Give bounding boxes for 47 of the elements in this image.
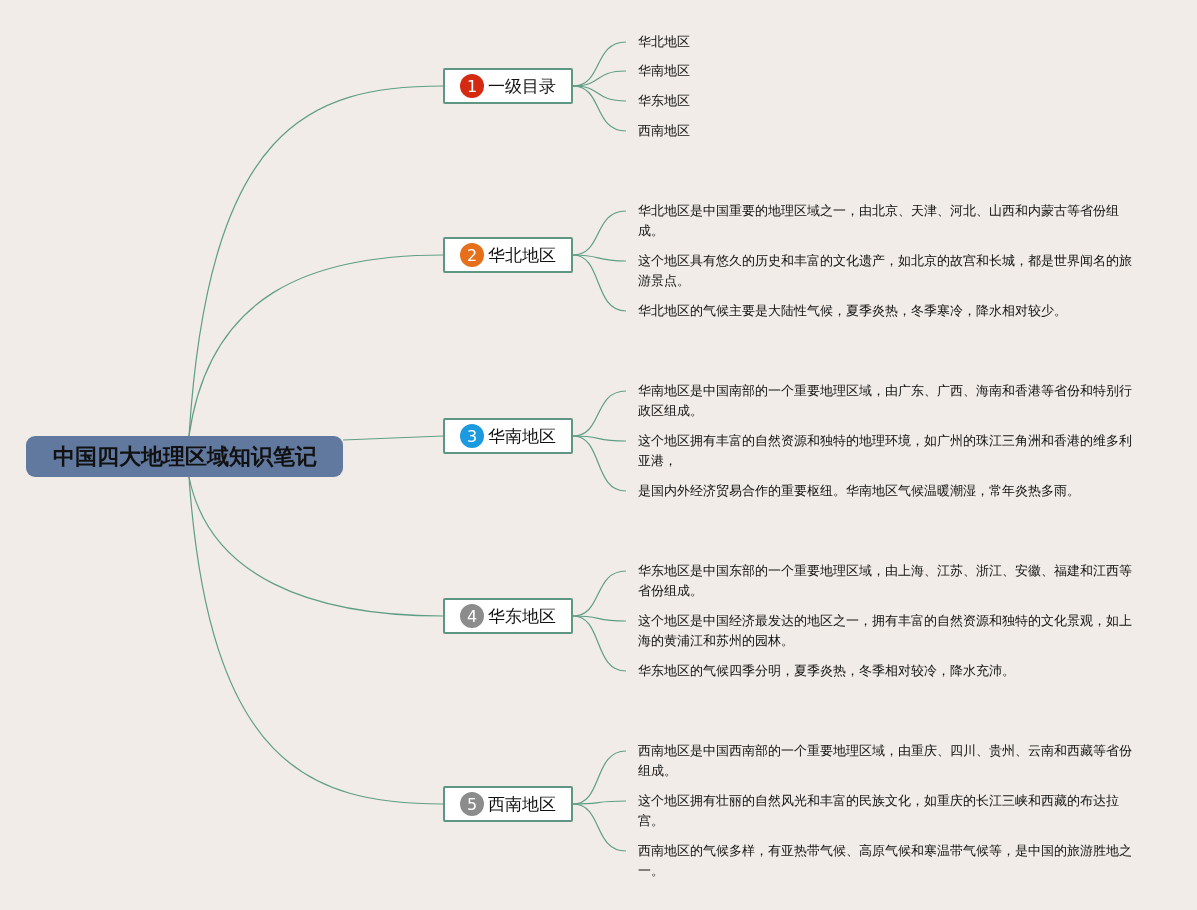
topic-box bbox=[443, 418, 573, 454]
topic-label: 华南地区 bbox=[488, 424, 556, 448]
note-text: 西南地区是中国西南部的一个重要地理区域，由重庆、四川、贵州、云南和西藏等省份组成。 bbox=[638, 741, 1138, 781]
number-badge: 3 bbox=[460, 424, 484, 448]
number-badge: 1 bbox=[460, 74, 484, 98]
title-text: 中国四大地理区域知识笔记 bbox=[52, 442, 317, 471]
note-text: 这个地区拥有丰富的自然资源和独特的地理环境，如广州的珠江三角洲和香港的维多利亚港， bbox=[638, 431, 1138, 471]
topic-label: 华北地区 bbox=[488, 243, 556, 267]
connector-line bbox=[572, 615, 627, 672]
connector-line bbox=[572, 85, 627, 132]
note-text: 是国内外经济贸易合作的重要枢纽。华南地区气候温暖潮湿，常年炎热多雨。 bbox=[638, 481, 1138, 501]
note-text: 华北地区的气候主要是大陆性气候，夏季炎热，冬季寒冷，降水相对较少。 bbox=[638, 301, 1138, 321]
note-text: 华北地区是中国重要的地理区域之一，由北京、天津、河北、山西和内蒙古等省份组成。 bbox=[638, 201, 1138, 241]
topic-label: 一级目录 bbox=[488, 74, 556, 98]
topic-label: 华东地区 bbox=[488, 604, 556, 628]
note-text: 这个地区是中国经济最发达的地区之一，拥有丰富的自然资源和独特的文化景观，如上海的黄浦江和苏州的园林。 bbox=[638, 611, 1138, 651]
connector-line bbox=[572, 435, 627, 492]
number-badge: 5 bbox=[460, 792, 484, 816]
note-text: 这个地区拥有壮丽的自然风光和丰富的民族文化，如重庆的长江三峡和西藏的布达拉宫。 bbox=[638, 791, 1138, 831]
note-text: 华北地区 bbox=[638, 32, 758, 52]
note-text: 华南地区 bbox=[638, 61, 758, 81]
topic-box bbox=[443, 237, 573, 273]
note-text: 华东地区是中国东部的一个重要地理区域，由上海、江苏、浙江、安徽、福建和江西等省份组成。 bbox=[638, 561, 1138, 601]
note-text: 华南地区是中国南部的一个重要地理区域，由广东、广西、海南和香港等省份和特别行政区组成。 bbox=[638, 381, 1138, 421]
connector-line bbox=[572, 803, 627, 852]
connector-line bbox=[572, 435, 627, 442]
connector-line bbox=[572, 254, 627, 262]
note-text: 这个地区具有悠久的历史和丰富的文化遗产，如北京的故宫和长城，都是世界闻名的旅游景点。 bbox=[638, 251, 1138, 291]
title-box bbox=[26, 436, 343, 477]
connector-line bbox=[188, 476, 444, 805]
connector-line bbox=[342, 435, 444, 441]
number-badge: 4 bbox=[460, 604, 484, 628]
connector-line bbox=[188, 85, 444, 437]
topic-box bbox=[443, 68, 573, 104]
connector-line bbox=[572, 615, 627, 622]
number-badge: 2 bbox=[460, 243, 484, 267]
note-text: 西南地区的气候多样，有亚热带气候、高原气候和寒温带气候等，是中国的旅游胜地之一。 bbox=[638, 841, 1138, 881]
connector-line bbox=[188, 254, 444, 437]
note-text: 西南地区 bbox=[638, 121, 758, 141]
note-text: 华东地区 bbox=[638, 91, 758, 111]
connector-line bbox=[572, 800, 627, 805]
connector-line bbox=[572, 254, 627, 312]
topic-box bbox=[443, 598, 573, 634]
topic-label: 西南地区 bbox=[488, 792, 556, 816]
note-text: 华东地区的气候四季分明，夏季炎热，冬季相对较冷，降水充沛。 bbox=[638, 661, 1138, 681]
topic-box bbox=[443, 786, 573, 822]
connector-line bbox=[572, 85, 627, 102]
